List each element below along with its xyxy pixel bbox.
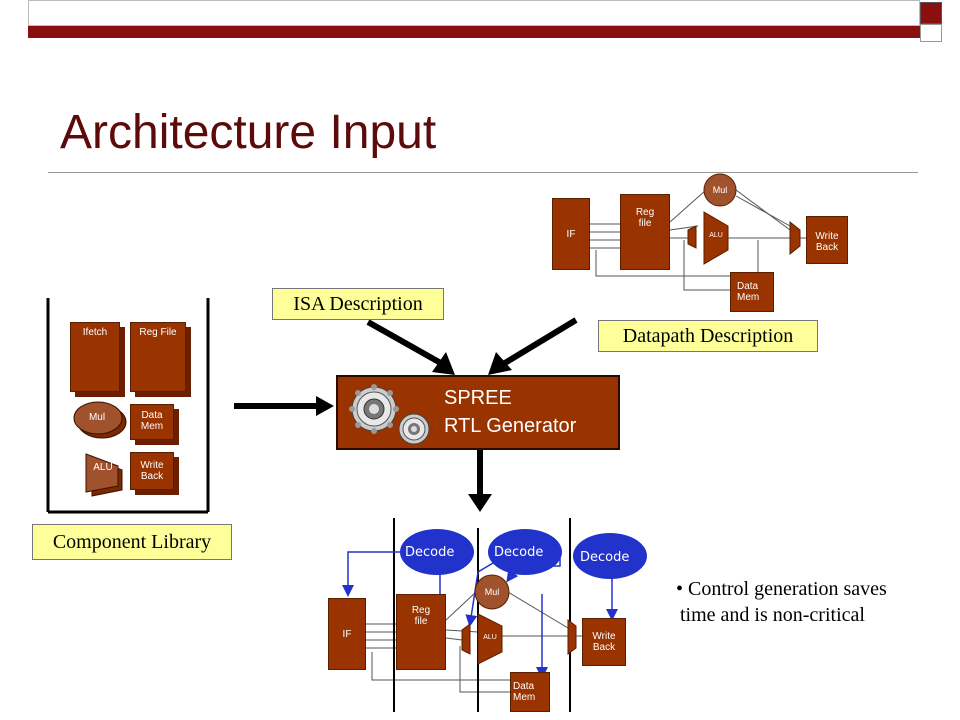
library-alu-label: ALU: [93, 462, 113, 473]
bottom-alu-label: ALU: [483, 634, 497, 641]
top-regfile-label: Reg file: [635, 207, 655, 229]
top-if-label: IF: [566, 229, 576, 240]
top-shapes: [687, 173, 801, 265]
library-datamem-label: Data Mem: [140, 410, 164, 432]
bottom-shapes: [461, 574, 577, 665]
library-mul-label: Mul: [88, 412, 106, 423]
bottom-regfile-block: Reg file: [396, 594, 446, 670]
title-divider: [48, 172, 918, 173]
library-container: [46, 298, 210, 514]
header-bar: [28, 0, 920, 40]
decode-ovals: [400, 529, 647, 579]
component-library-callout: Component Library: [32, 524, 232, 560]
library-regfile: Reg File: [130, 322, 194, 397]
top-datamem-block: Data Mem: [730, 272, 774, 312]
arrow-output: [468, 450, 492, 512]
datapath-description-callout: Datapath Description: [598, 320, 818, 352]
library-regfile-label: Reg File: [139, 327, 177, 338]
decode-label-2: Decode: [494, 545, 544, 560]
top-writeback-label: Write Back: [815, 231, 839, 253]
spree-subtitle: RTL Generator: [444, 415, 577, 437]
bottom-datamem-block: Data Mem: [510, 672, 550, 712]
top-writeback-block: Write Back: [806, 216, 848, 264]
isa-description-callout: ISA Description: [272, 288, 444, 320]
arrow-datapath: [488, 317, 578, 375]
page-title: Architecture Input: [60, 106, 437, 159]
decode-label-3: Decode: [580, 550, 630, 565]
bottom-if-block: IF: [328, 598, 366, 670]
library-shapes: [73, 401, 127, 497]
bullet-line-2: time and is non-critical: [680, 604, 865, 626]
library-datamem: Data Mem: [130, 404, 180, 446]
top-alu-label: ALU: [709, 232, 723, 239]
top-if-block: IF: [552, 198, 590, 270]
bottom-if-label: IF: [342, 629, 352, 640]
spree-title: SPREE: [444, 387, 512, 409]
library-ifetch: Ifetch: [70, 322, 125, 397]
bullet-line-1: • Control generation saves: [676, 578, 887, 600]
spree-generator: SPREE RTL Generator: [336, 375, 620, 450]
bottom-datapath-wires: [366, 591, 582, 693]
library-writeback-label: Write Back: [140, 460, 164, 482]
top-datamem-label: Data Mem: [737, 281, 760, 303]
header-corner-squares: [918, 0, 944, 42]
bottom-datamem-label: Data Mem: [513, 681, 536, 703]
bottom-writeback-label: Write Back: [592, 631, 616, 653]
bottom-writeback-block: Write Back: [582, 618, 626, 666]
gears-icon: [349, 384, 430, 445]
top-mul-label: Mul: [712, 185, 728, 195]
top-regfile-block: Reg file: [620, 194, 670, 270]
bullet-text: • Control generation saves time and is n…: [676, 576, 887, 628]
decode-label-1: Decode: [405, 545, 455, 560]
library-writeback: Write Back: [130, 452, 180, 496]
arrow-library: [234, 396, 334, 416]
bottom-regfile-label: Reg file: [411, 605, 431, 627]
top-datapath-wires: [590, 189, 806, 291]
bottom-mul-label: Mul: [484, 587, 500, 597]
library-ifetch-label: Ifetch: [82, 327, 108, 338]
arrow-isa: [366, 319, 455, 375]
